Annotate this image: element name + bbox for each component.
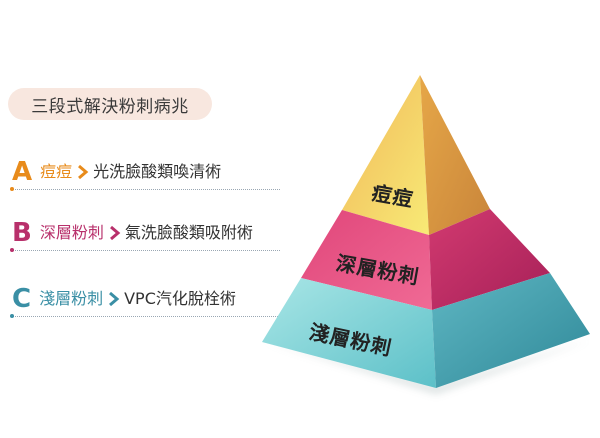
bullet-dot: [10, 314, 14, 318]
list-item-a: A 痘痘 光洗臉酸類喚清術: [10, 157, 280, 191]
list-item-c: C 淺層粉刺 VPC汽化脫栓術: [10, 284, 280, 318]
chevron-right-icon: [109, 291, 120, 307]
item-letter: B: [12, 218, 32, 248]
item-description: VPC汽化脫栓術: [124, 289, 236, 308]
bullet-dot: [10, 248, 14, 252]
item-level: 淺層粉刺: [39, 289, 104, 308]
pyramid-top-right-face: [420, 75, 490, 235]
item-letter: A: [12, 157, 33, 187]
page-title: 三段式解決粉刺病兆: [8, 88, 212, 120]
list-item-b: B 深層粉刺 氣洗臉酸類吸附術: [10, 218, 280, 252]
chevron-right-icon: [78, 164, 89, 180]
item-letter: C: [12, 284, 32, 314]
item-description: 光洗臉酸類喚清術: [93, 162, 222, 181]
divider: [12, 189, 280, 190]
chevron-right-icon: [109, 225, 121, 241]
pyramid-bottom-right-face: [432, 273, 590, 388]
pyramid-middle-right-face: [429, 209, 550, 310]
item-description: 氣洗臉酸類吸附術: [124, 223, 253, 242]
divider: [12, 316, 280, 317]
divider: [12, 250, 280, 251]
pyramid-bottom-left-face: [262, 278, 436, 388]
pyramid-middle-left-face: [301, 210, 432, 310]
pyramid-top-left-face: [342, 75, 429, 235]
item-level: 痘痘: [40, 162, 73, 181]
bullet-dot: [10, 187, 14, 191]
item-level: 深層粉刺: [39, 223, 104, 242]
